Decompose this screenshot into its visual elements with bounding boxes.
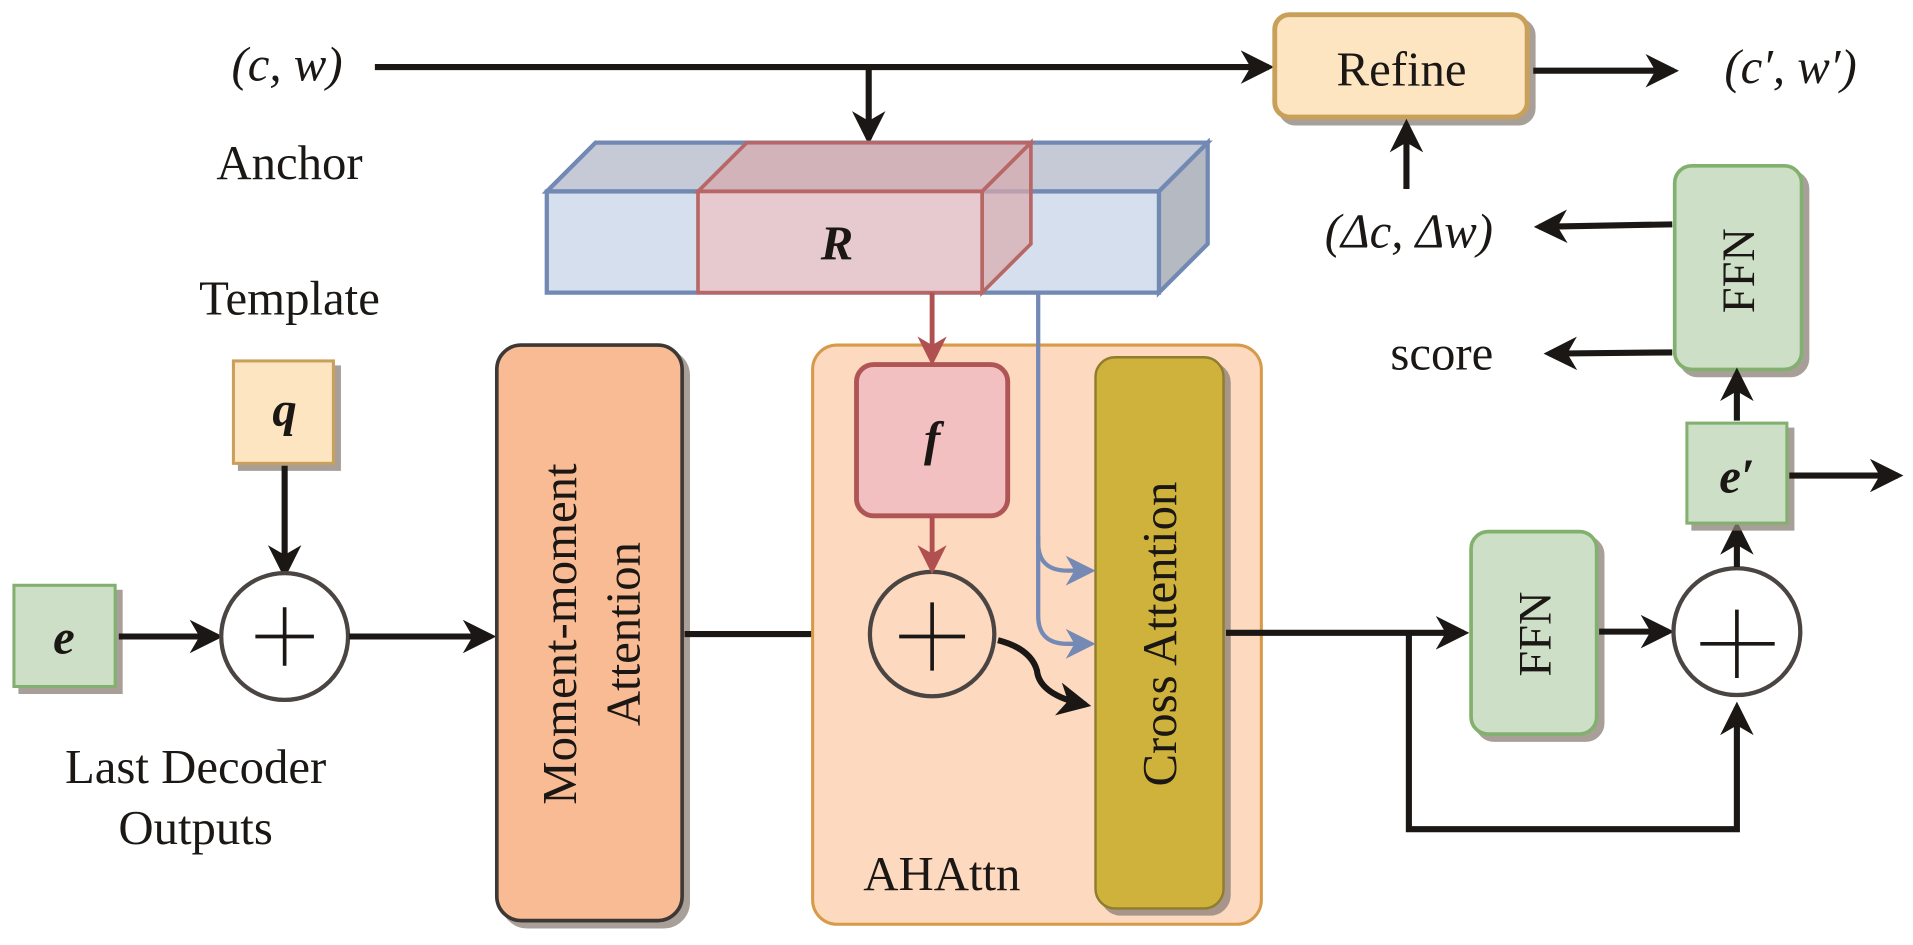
embedding-box: e — [12, 583, 117, 689]
decoder-label-line2: Outputs — [118, 801, 272, 855]
ahattn-block: AHAttn f Cross Attention — [811, 343, 1263, 926]
moment-attention-box: Moment-moment Attention — [494, 343, 684, 923]
score-output: score — [1390, 326, 1493, 380]
ahattn-label: AHAttn — [863, 847, 1020, 901]
refine-label: Refine — [1337, 42, 1467, 96]
plus-to-cross-attention-arrow — [997, 637, 1092, 716]
f-symbol: f — [924, 412, 945, 466]
delta-output: (Δc, Δw) — [1325, 205, 1493, 259]
r-to-cross-attention-value-arrow — [1036, 536, 1096, 659]
ffn-mid-label: FFN — [1510, 592, 1561, 677]
cross-attention-box: Cross Attention — [1094, 356, 1225, 910]
plus-node-input — [219, 570, 351, 703]
ffn-top-label: FFN — [1714, 228, 1765, 313]
residual-skip-line — [1405, 632, 1754, 833]
anchor-label: Anchor — [216, 136, 362, 190]
cross-attention-label: Cross Attention — [1133, 482, 1187, 787]
r-tensor: R — [541, 137, 1213, 298]
query-symbol: q — [272, 383, 296, 437]
anchor-tuple: (c, w) — [232, 37, 343, 91]
decoder-label-line1: Last Decoder — [65, 740, 326, 794]
ffn-to-score-arrow — [1543, 336, 1673, 371]
refined-output: (c′, w′) — [1724, 40, 1856, 94]
template-label: Template — [199, 272, 380, 326]
refine-box: Refine — [1272, 12, 1530, 120]
ffn-top-box: FFN — [1672, 164, 1804, 372]
ffn-mid-box: FFN — [1469, 529, 1599, 736]
embedding-symbol: e — [53, 611, 75, 665]
f-box: f — [854, 362, 1011, 519]
moment-attention-line2: Attention — [596, 542, 650, 726]
query-box: q — [231, 359, 335, 465]
moment-attention-line1: Moment-moment — [533, 463, 587, 805]
r-symbol: R — [820, 217, 854, 271]
plus-node-output — [1671, 566, 1803, 698]
updated-embedding-box: e′ — [1685, 421, 1789, 525]
ffn-to-delta-arrow — [1533, 209, 1673, 244]
updated-embedding-symbol: e′ — [1719, 450, 1754, 504]
plus-node-ahattn — [867, 569, 997, 699]
